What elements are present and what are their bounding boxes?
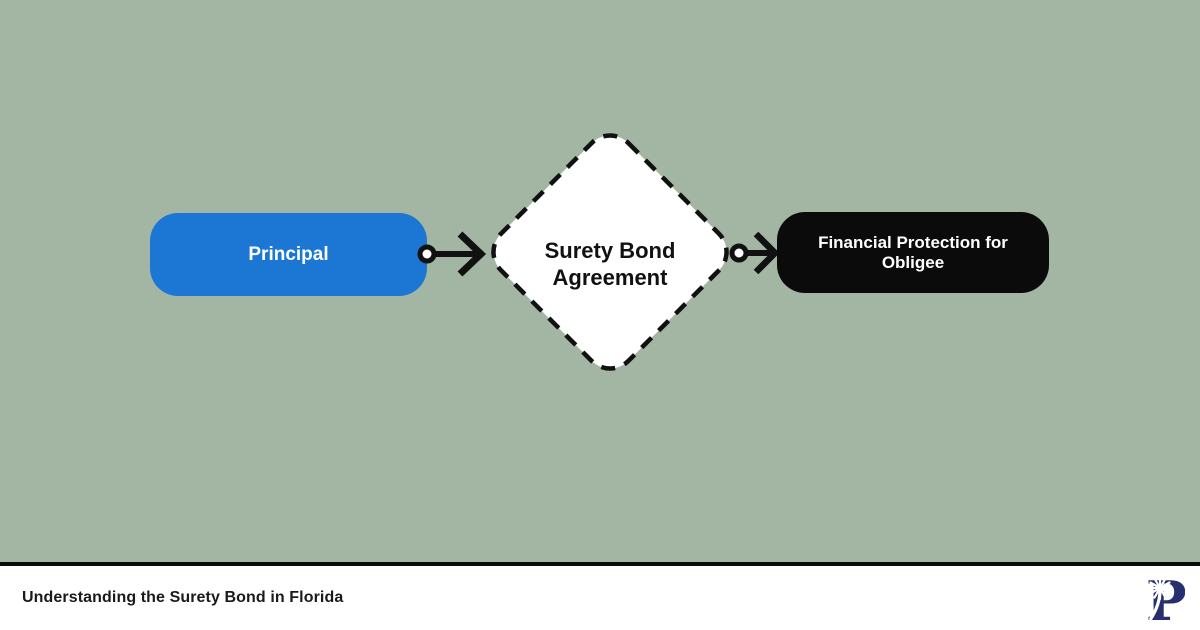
node-principal-label: Principal bbox=[248, 243, 329, 265]
palm-trunk bbox=[1148, 589, 1162, 621]
footer-caption: Understanding the Surety Bond in Florida bbox=[22, 589, 344, 606]
arrowhead-icon bbox=[457, 231, 487, 277]
node-agreement-label: Surety Bond Agreement bbox=[544, 238, 676, 290]
diamond-outline bbox=[491, 133, 729, 371]
arrow-principal-to-agreement bbox=[417, 231, 487, 277]
arrow-start-circle bbox=[729, 243, 749, 263]
node-obligee: Financial Protection for Obligee bbox=[777, 212, 1049, 293]
node-obligee-label: Financial Protection for Obligee bbox=[818, 232, 1008, 272]
arrow-agreement-to-obligee bbox=[729, 231, 779, 275]
node-agreement-label-box: Surety Bond Agreement bbox=[480, 122, 740, 382]
dashed-diamond-shape bbox=[491, 133, 729, 371]
palm-tree-p-logo-icon: P bbox=[1146, 573, 1185, 623]
node-agreement: Surety Bond Agreement bbox=[480, 122, 740, 382]
arrowhead-icon bbox=[753, 231, 779, 275]
arrow-start-circle bbox=[417, 244, 437, 264]
node-principal: Principal bbox=[150, 213, 427, 296]
footer-bar: Understanding the Surety Bond in Florida… bbox=[0, 562, 1200, 630]
